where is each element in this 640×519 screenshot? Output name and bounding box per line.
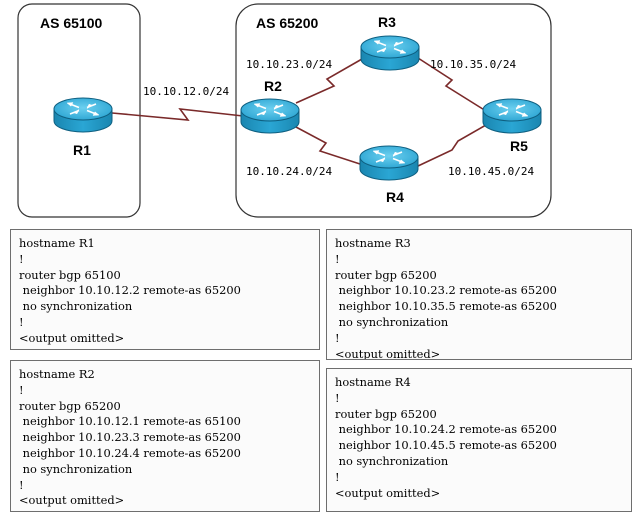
router-r3-icon[interactable]: [360, 35, 420, 71]
router-r5-label: R5: [510, 138, 528, 154]
config-r3-panel: hostname R3 ! router bgp 65200 neighbor …: [326, 229, 632, 360]
link-r1-r2: [111, 108, 244, 121]
config-r2-text: hostname R2 ! router bgp 65200 neighbor …: [19, 367, 241, 508]
config-r4-text: hostname R4 ! router bgp 65200 neighbor …: [335, 375, 557, 500]
config-r2-panel: hostname R2 ! router bgp 65200 neighbor …: [10, 360, 320, 512]
link-r2-r3: [295, 58, 363, 104]
router-r3-label: R3: [378, 14, 396, 30]
config-r1-text: hostname R1 ! router bgp 65100 neighbor …: [19, 236, 241, 345]
config-r1-panel: hostname R1 ! router bgp 65100 neighbor …: [10, 229, 320, 350]
router-r1-label: R1: [73, 142, 91, 158]
router-r2-label: R2: [264, 78, 282, 94]
subnet-r4-r5-label: 10.10.45.0/24: [448, 165, 534, 178]
as-65100-label: AS 65100: [40, 15, 102, 31]
as-65100-boundary: [17, 3, 141, 218]
link-r4-r5: [417, 124, 487, 167]
subnet-r3-r5-label: 10.10.35.0/24: [430, 58, 516, 71]
config-r4-panel: hostname R4 ! router bgp 65200 neighbor …: [326, 368, 632, 512]
subnet-r2-r4-label: 10.10.24.0/24: [246, 165, 332, 178]
subnet-r2-r3-label: 10.10.23.0/24: [246, 58, 332, 71]
link-r3-r5: [417, 57, 487, 112]
router-r4-label: R4: [386, 189, 404, 205]
network-topology-diagram: AS 65100 AS 65200 R1 R2 R3 R4 R5 10.10.1…: [17, 3, 552, 218]
router-r1-icon[interactable]: [53, 97, 113, 133]
as-65200-label: AS 65200: [256, 15, 318, 31]
link-r2-r4: [295, 126, 361, 165]
router-r5-icon[interactable]: [482, 98, 542, 134]
subnet-r1-r2-label: 10.10.12.0/24: [143, 85, 229, 98]
as-65200-boundary: [235, 3, 552, 218]
router-r4-icon[interactable]: [359, 145, 419, 181]
router-r2-icon[interactable]: [240, 98, 300, 134]
config-r3-text: hostname R3 ! router bgp 65200 neighbor …: [335, 236, 557, 360]
